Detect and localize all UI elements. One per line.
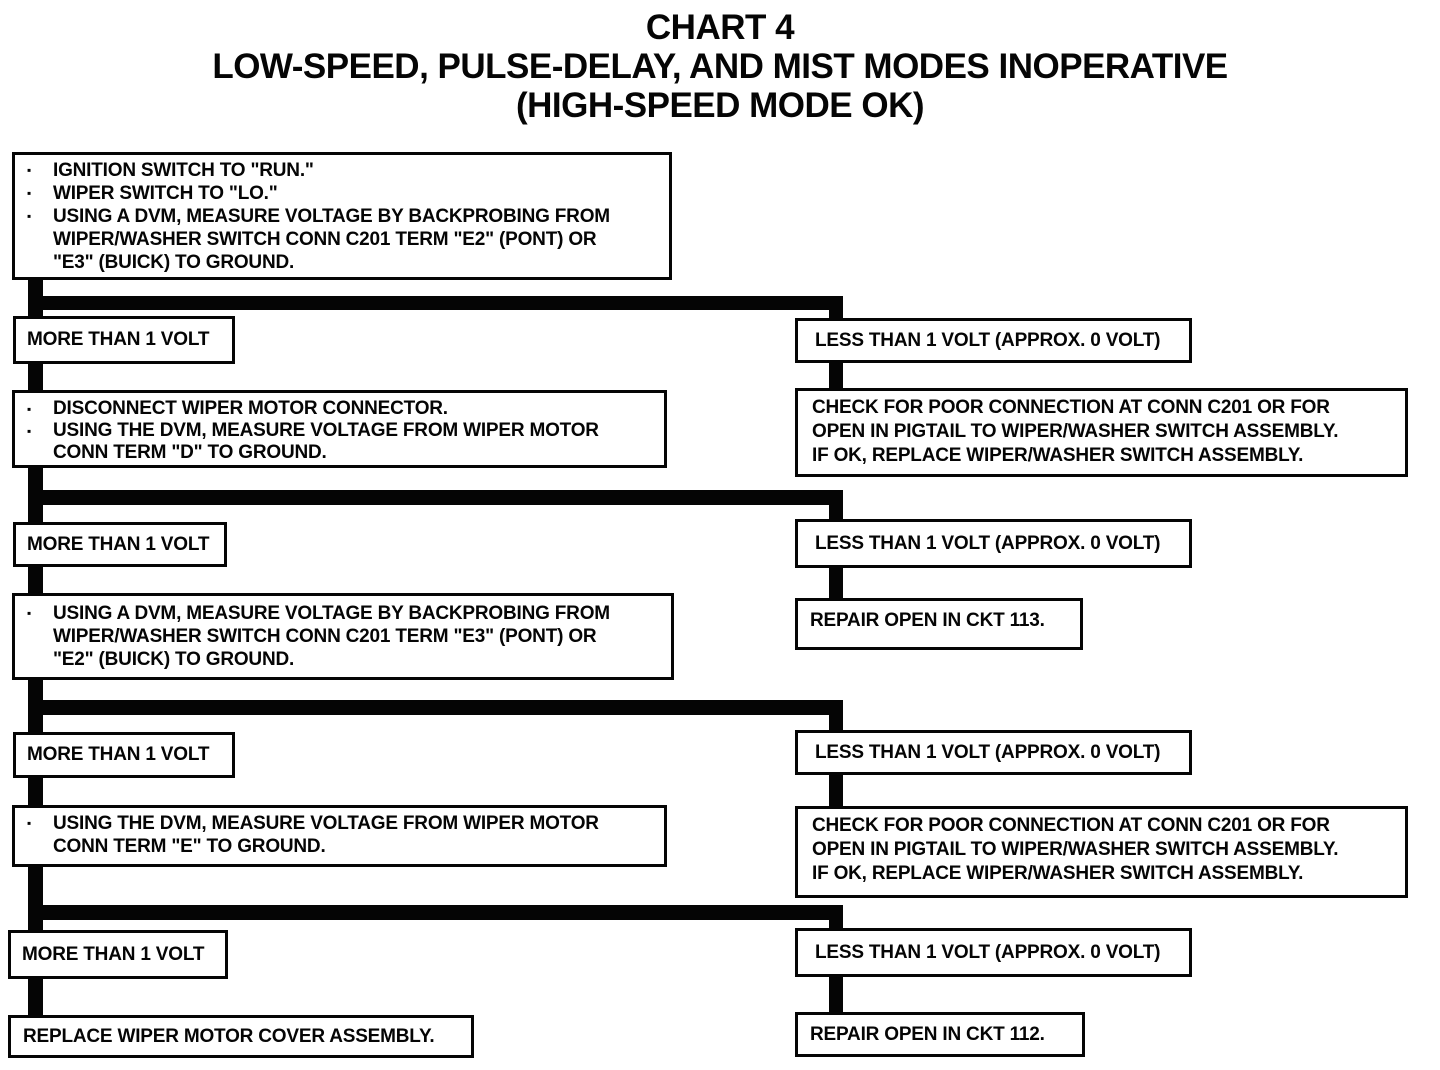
text-line: CHECK FOR POOR CONNECTION AT CONN C201 O… bbox=[812, 397, 1330, 418]
text-line: WIPER/WASHER SWITCH CONN C201 TERM "E3" … bbox=[53, 626, 597, 647]
connector-v-more4-down bbox=[28, 978, 43, 1018]
flow-node-less-than-1-volt-4: LESS THAN 1 VOLT (APPROX. 0 VOLT) bbox=[795, 928, 1192, 977]
node-label: MORE THAN 1 VOLT bbox=[27, 533, 210, 555]
node-label: REPAIR OPEN IN CKT 113. bbox=[810, 610, 1045, 631]
connector-h-branch4 bbox=[28, 905, 843, 920]
node-label: MORE THAN 1 VOLT bbox=[27, 744, 210, 765]
bullet-icon: ▪ bbox=[27, 209, 32, 223]
bullet-icon: ▪ bbox=[27, 186, 32, 200]
connector-v-less2-down bbox=[829, 566, 843, 601]
bullet-icon: ▪ bbox=[27, 163, 32, 177]
node-label: MORE THAN 1 VOLT bbox=[27, 329, 210, 350]
connector-v-less1-down bbox=[829, 362, 843, 390]
flow-node-check-conn-c201-2: CHECK FOR POOR CONNECTION AT CONN C201 O… bbox=[795, 806, 1408, 898]
text-line: CONN TERM "D" TO GROUND. bbox=[53, 442, 327, 463]
node-label: LESS THAN 1 VOLT (APPROX. 0 VOLT) bbox=[815, 329, 1161, 351]
node-label: LESS THAN 1 VOLT (APPROX. 0 VOLT) bbox=[815, 741, 1161, 763]
connector-v-step3-down bbox=[28, 866, 43, 932]
text-line: OPEN IN PIGTAIL TO WIPER/WASHER SWITCH A… bbox=[812, 839, 1339, 860]
connector-v-more3-down bbox=[28, 775, 43, 808]
flow-node-start: ▪ IGNITION SWITCH TO "RUN." ▪ WIPER SWIT… bbox=[12, 152, 672, 280]
flow-node-less-than-1-volt-1: LESS THAN 1 VOLT (APPROX. 0 VOLT) bbox=[795, 318, 1192, 363]
flow-node-repair-ckt-112: REPAIR OPEN IN CKT 112. bbox=[795, 1012, 1085, 1057]
text-line: USING A DVM, MEASURE VOLTAGE BY BACKPROB… bbox=[53, 603, 610, 624]
chart-title: CHART 4 LOW-SPEED, PULSE-DELAY, AND MIST… bbox=[0, 8, 1440, 125]
connector-h-branch1 bbox=[28, 296, 843, 310]
text-line: USING THE DVM, MEASURE VOLTAGE FROM WIPE… bbox=[53, 813, 599, 834]
text-line: CHECK FOR POOR CONNECTION AT CONN C201 O… bbox=[812, 815, 1330, 836]
bullet-item: ▪ WIPER SWITCH TO "LO." bbox=[27, 182, 661, 205]
connector-v-branch3-right bbox=[829, 700, 843, 731]
text-line: IGNITION SWITCH TO "RUN." bbox=[53, 160, 314, 181]
bullet-icon: ▪ bbox=[27, 402, 32, 416]
bullet-icon: ▪ bbox=[27, 816, 32, 830]
bullet-icon: ▪ bbox=[27, 424, 32, 438]
flow-node-repair-ckt-113: REPAIR OPEN IN CKT 113. bbox=[795, 598, 1083, 650]
connector-v-more2-down bbox=[28, 566, 43, 596]
bullet-item: ▪ DISCONNECT WIPER MOTOR CONNECTOR. bbox=[27, 398, 656, 420]
text-line: CONN TERM "E" TO GROUND. bbox=[53, 836, 326, 857]
connector-v-branch2-right bbox=[829, 490, 843, 521]
text-line: OPEN IN PIGTAIL TO WIPER/WASHER SWITCH A… bbox=[812, 421, 1339, 442]
connector-v-branch1-right bbox=[829, 296, 843, 321]
text-line: IF OK, REPLACE WIPER/WASHER SWITCH ASSEM… bbox=[812, 863, 1304, 884]
text-line: USING THE DVM, MEASURE VOLTAGE FROM WIPE… bbox=[53, 420, 599, 441]
bullet-icon: ▪ bbox=[27, 606, 32, 620]
connector-h-branch3 bbox=[28, 700, 843, 715]
bullet-item: ▪ USING THE DVM, MEASURE VOLTAGE FROM WI… bbox=[27, 420, 656, 464]
text-line: WIPER/WASHER SWITCH CONN C201 TERM "E2" … bbox=[53, 229, 597, 250]
flow-node-check-conn-c201-1: CHECK FOR POOR CONNECTION AT CONN C201 O… bbox=[795, 388, 1408, 477]
chart-title-line1: CHART 4 bbox=[645, 8, 795, 47]
connector-v-less3-down bbox=[829, 773, 843, 807]
node-label: REPLACE WIPER MOTOR COVER ASSEMBLY. bbox=[23, 1025, 435, 1047]
node-label: LESS THAN 1 VOLT (APPROX. 0 VOLT) bbox=[815, 532, 1161, 554]
flow-node-backprobe-term-e3: ▪ USING A DVM, MEASURE VOLTAGE BY BACKPR… bbox=[12, 593, 674, 680]
text-line: DISCONNECT WIPER MOTOR CONNECTOR. bbox=[53, 398, 448, 419]
flow-node-measure-motor-term-e: ▪ USING THE DVM, MEASURE VOLTAGE FROM WI… bbox=[12, 805, 667, 867]
connector-v-branch4-right bbox=[829, 905, 843, 931]
flow-node-more-than-1-volt-1: MORE THAN 1 VOLT bbox=[13, 316, 235, 364]
flow-node-measure-motor-term-d: ▪ DISCONNECT WIPER MOTOR CONNECTOR. ▪ US… bbox=[12, 390, 667, 468]
node-label: REPAIR OPEN IN CKT 112. bbox=[810, 1023, 1045, 1045]
flow-node-less-than-1-volt-2: LESS THAN 1 VOLT (APPROX. 0 VOLT) bbox=[795, 519, 1192, 568]
text-line: "E2" (BUICK) TO GROUND. bbox=[53, 649, 295, 670]
bullet-item: ▪ IGNITION SWITCH TO "RUN." bbox=[27, 159, 661, 182]
text-line: "E3" (BUICK) TO GROUND. bbox=[53, 252, 295, 273]
bullet-item: ▪ USING A DVM, MEASURE VOLTAGE BY BACKPR… bbox=[27, 205, 661, 274]
connector-v-more1-down bbox=[28, 364, 43, 393]
bullet-item: ▪ USING A DVM, MEASURE VOLTAGE BY BACKPR… bbox=[27, 602, 663, 671]
flow-node-replace-cover-assembly: REPLACE WIPER MOTOR COVER ASSEMBLY. bbox=[8, 1015, 474, 1058]
node-label: MORE THAN 1 VOLT bbox=[22, 943, 205, 965]
flow-node-more-than-1-volt-2: MORE THAN 1 VOLT bbox=[13, 522, 227, 567]
chart-title-line2: LOW-SPEED, PULSE-DELAY, AND MIST MODES I… bbox=[212, 47, 1228, 86]
text-line: WIPER SWITCH TO "LO." bbox=[53, 183, 278, 204]
flow-node-more-than-1-volt-4: MORE THAN 1 VOLT bbox=[8, 930, 228, 979]
connector-v-less4-down bbox=[829, 976, 843, 1015]
bullet-item: ▪ USING THE DVM, MEASURE VOLTAGE FROM WI… bbox=[27, 812, 656, 858]
text-line: USING A DVM, MEASURE VOLTAGE BY BACKPROB… bbox=[53, 206, 610, 227]
node-label: LESS THAN 1 VOLT (APPROX. 0 VOLT) bbox=[815, 941, 1161, 963]
connector-h-branch2 bbox=[28, 490, 843, 505]
text-line: IF OK, REPLACE WIPER/WASHER SWITCH ASSEM… bbox=[812, 445, 1304, 466]
flow-node-more-than-1-volt-3: MORE THAN 1 VOLT bbox=[13, 732, 235, 778]
flow-node-less-than-1-volt-3: LESS THAN 1 VOLT (APPROX. 0 VOLT) bbox=[795, 730, 1192, 775]
chart-title-line3: (HIGH-SPEED MODE OK) bbox=[515, 86, 925, 125]
